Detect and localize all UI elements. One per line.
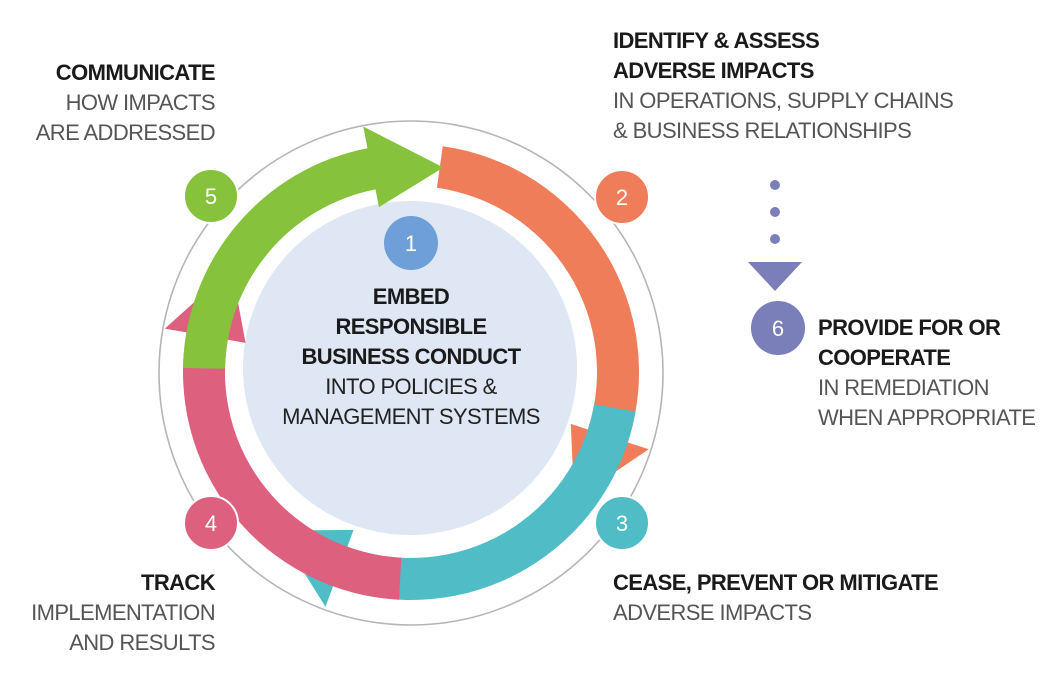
center-label-step-1: EMBED RESPONSIBLE BUSINESS CONDUCT INTO … [271, 282, 551, 432]
step-title-line: PROVIDE FOR OR [818, 315, 1001, 340]
center-title-line: BUSINESS CONDUCT [301, 344, 522, 369]
step-sub-line: AND RESULTS [69, 630, 215, 655]
outer-ring [158, 120, 664, 626]
badge-step-2: 2 [594, 169, 650, 225]
step-sub-line: ARE ADDRESSED [35, 120, 216, 145]
step-sub-line: ADVERSE IMPACTS [613, 600, 812, 625]
connector-to-step-6 [748, 180, 802, 291]
connector-dot [770, 207, 780, 217]
badge-number: 4 [205, 511, 217, 536]
badge-number: 1 [405, 231, 417, 256]
center-disc [243, 201, 577, 535]
center-sub-line: INTO POLICIES & [325, 374, 497, 399]
badge-number: 5 [205, 184, 217, 209]
badge-step-5: 5 [183, 168, 239, 224]
step-sub-line: IN OPERATIONS, SUPPLY CHAINS [613, 88, 954, 113]
step-title-line: IDENTIFY & ASSESS [613, 28, 820, 53]
step-title-line: CEASE, PREVENT OR MITIGATE [613, 570, 939, 595]
step-title-line: COOPERATE [818, 345, 951, 370]
center-title-line: EMBED [372, 284, 450, 309]
step-title-line: ADVERSE IMPACTS [613, 58, 814, 83]
badge-step-1: 1 [384, 216, 438, 270]
badge-step-4: 4 [183, 495, 239, 551]
label-step-2: IDENTIFY & ASSESS ADVERSE IMPACTS IN OPE… [613, 26, 954, 146]
label-step-3: CEASE, PREVENT OR MITIGATE ADVERSE IMPAC… [613, 568, 939, 628]
badge-step-6: 6 [751, 301, 805, 355]
step-sub-line: & BUSINESS RELATIONSHIPS [613, 118, 912, 143]
down-arrow-icon [748, 262, 802, 291]
label-step-4: TRACK IMPLEMENTATION AND RESULTS [31, 568, 216, 658]
label-step-6: PROVIDE FOR OR COOPERATE IN REMEDIATION … [818, 313, 1036, 433]
center-title-line: RESPONSIBLE [335, 314, 487, 339]
badge-number: 6 [772, 316, 784, 341]
step-title-line: TRACK [141, 570, 216, 595]
step-sub-line: HOW IMPACTS [65, 90, 216, 115]
step-sub-line: WHEN APPROPRIATE [818, 405, 1036, 430]
badge-number: 3 [616, 511, 628, 536]
step-title-line: COMMUNICATE [55, 60, 216, 85]
connector-dot [770, 180, 780, 190]
badge-number: 2 [616, 185, 628, 210]
center-sub-line: MANAGEMENT SYSTEMS [282, 404, 540, 429]
label-step-5: COMMUNICATE HOW IMPACTS ARE ADDRESSED [35, 58, 216, 148]
step-sub-line: IMPLEMENTATION [31, 600, 216, 625]
step-sub-line: IN REMEDIATION [818, 375, 989, 400]
connector-dot [770, 234, 780, 244]
badge-step-3: 3 [594, 495, 650, 551]
arrow-step-5-communicate [183, 126, 444, 369]
